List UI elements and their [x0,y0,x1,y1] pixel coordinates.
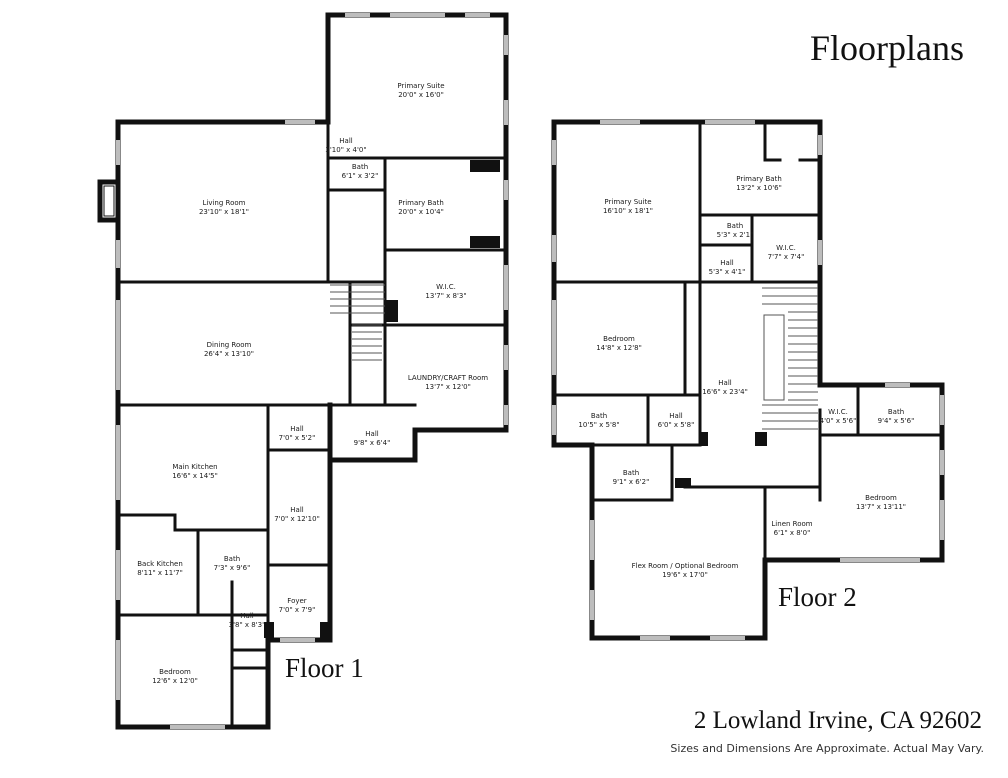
room-label-f1-dining-room: Dining Room [207,341,252,349]
room-dim-f1-hall-top: 3'10" x 4'0" [325,146,366,154]
room-label-f2-hall-main: Hall [718,379,731,387]
room-label-f2-linen: Linen Room [771,520,812,528]
room-dim-f1-laundry: 13'7" x 12'0" [425,383,471,391]
room-dim-f1-hall-mid-right: 9'8" x 6'4" [354,439,391,447]
room-dim-f2-hall-small: 6'0" x 5'8" [658,421,695,429]
room-label-f2-primary-bath: Primary Bath [736,175,782,183]
room-dim-f2-bath-mid: 9'1" x 6'2" [613,478,650,486]
page-title: Floorplans [810,28,964,68]
room-dim-f1-primary-bath: 20'0" x 10'4" [398,208,444,216]
floor2-label: Floor 2 [778,582,857,612]
room-dim-f1-bath-small: 6'1" x 3'2" [342,172,379,180]
room-label-f2-bath-tiny: Bath [727,222,743,230]
room-label-f1-wic: W.I.C. [436,283,456,291]
room-label-f2-bath-right: Bath [888,408,904,416]
room-dim-f1-bath-lower: 7'3" x 9'6" [214,564,251,572]
room-label-f1-back-kitchen: Back Kitchen [137,560,183,568]
room-label-f1-hall-long: Hall [290,506,303,514]
room-label-f2-wic-right: W.I.C. [828,408,848,416]
room-label-f2-flex: Flex Room / Optional Bedroom [632,562,739,570]
room-dim-f2-flex: 19'6" x 17'0" [662,571,708,579]
floor1-labels: Primary Suite 20'0" x 16'0" Hall 3'10" x… [137,82,488,685]
property-address: 2 Lowland Irvine, CA 92602 [694,707,982,734]
floor2-windows [552,120,944,640]
room-dim-f2-primary-suite: 16'10" x 18'1" [603,207,653,215]
room-dim-f1-back-kitchen: 8'11" x 11'7" [137,569,183,577]
room-label-f1-bath-small: Bath [352,163,368,171]
room-label-f1-main-kitchen: Main Kitchen [172,463,217,471]
room-dim-f1-hall-small: 3'8" x 8'3" [229,621,266,629]
room-label-f1-bath-lower: Bath [224,555,240,563]
room-label-f2-bedroom-right: Bedroom [865,494,897,502]
room-dim-f1-foyer: 7'0" x 7'9" [279,606,316,614]
room-dim-f2-bath-left: 10'5" x 5'8" [578,421,619,429]
room-label-f1-living-room: Living Room [203,199,246,207]
room-label-f2-bedroom-left: Bedroom [603,335,635,343]
room-dim-f2-bedroom-left: 14'8" x 12'8" [596,344,642,352]
room-dim-f2-hall-main: 16'6" x 23'4" [702,388,748,396]
floor2-stairs [762,287,818,430]
room-dim-f1-hall-long: 7'0" x 12'10" [274,515,320,523]
room-dim-f2-linen: 6'1" x 8'0" [774,529,811,537]
room-dim-f2-bath-right: 9'4" x 5'6" [878,417,915,425]
room-label-f1-laundry: LAUNDRY/CRAFT Room [408,374,488,382]
floor1-stairs [330,284,385,361]
room-label-f1-primary-bath: Primary Bath [398,199,444,207]
floor1-walls [97,12,509,730]
room-label-f1-primary-suite: Primary Suite [397,82,444,90]
room-dim-f1-primary-suite: 20'0" x 16'0" [398,91,444,99]
room-label-f2-primary-suite: Primary Suite [604,198,651,206]
room-dim-f2-hall-top: 5'3" x 4'1" [709,268,746,276]
floor1-label: Floor 1 [285,653,364,683]
room-dim-f2-primary-bath: 13'2" x 10'6" [736,184,782,192]
room-dim-f1-main-kitchen: 16'6" x 14'5" [172,472,218,480]
room-label-f1-hall-mid: Hall [290,425,303,433]
floor1-windows [116,13,508,729]
room-label-f1-foyer: Foyer [287,597,307,605]
room-dim-f1-bedroom: 12'6" x 12'0" [152,677,198,685]
room-dim-f2-bath-tiny: 5'3" x 2'1" [717,231,754,239]
room-dim-f1-dining-room: 26'4" x 13'10" [204,350,254,358]
room-label-f2-hall-small: Hall [669,412,682,420]
room-dim-f1-living-room: 23'10" x 18'1" [199,208,249,216]
room-label-f2-hall-top: Hall [720,259,733,267]
room-dim-f1-wic: 13'7" x 8'3" [425,292,466,300]
room-label-f1-hall-small: Hall [240,612,253,620]
room-dim-f2-bedroom-right: 13'7" x 13'11" [856,503,906,511]
room-dim-f2-wic-right: 4'0" x 5'6" [820,417,857,425]
room-label-f1-hall-mid-right: Hall [365,430,378,438]
room-label-f2-bath-left: Bath [591,412,607,420]
room-label-f2-bath-mid: Bath [623,469,639,477]
room-label-f1-bedroom: Bedroom [159,668,191,676]
floor2-labels: Primary Suite 16'10" x 18'1" Primary Bat… [578,175,914,579]
disclaimer-text: Sizes and Dimensions Are Approximate. Ac… [670,742,984,755]
room-label-f1-hall-top: Hall [339,137,352,145]
room-dim-f2-wic-top: 7'7" x 7'4" [768,253,805,261]
room-dim-f1-hall-mid: 7'0" x 5'2" [279,434,316,442]
room-label-f2-wic-top: W.I.C. [776,244,796,252]
